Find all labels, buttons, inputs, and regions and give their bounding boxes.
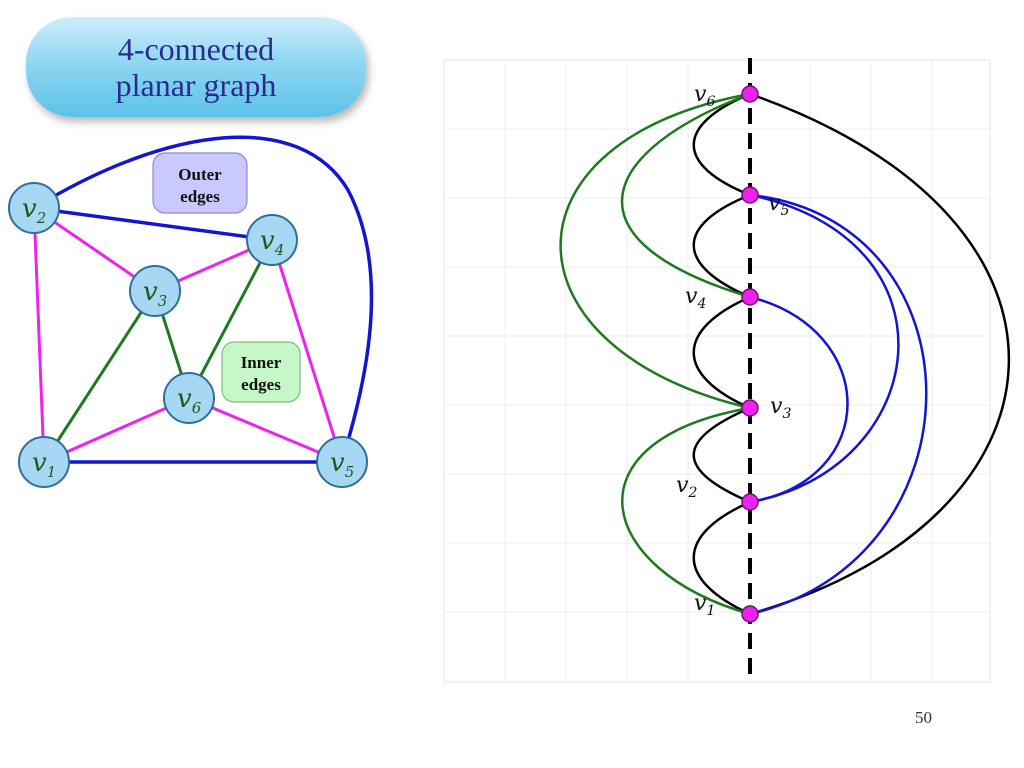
grid [443, 59, 991, 683]
slide-title: 4-connected planar graph [115, 31, 277, 103]
right-label-v3: v3 [770, 394, 791, 422]
right-vertices [741, 85, 759, 623]
page-number: 50 [915, 708, 932, 727]
svg-text:v2: v2 [22, 194, 46, 227]
right-label-v2: v2 [676, 473, 697, 501]
outer-edges-label-box: Outer edges [152, 152, 248, 214]
left-vertex-v5: v5 [316, 436, 368, 488]
right-vertex-v1 [741, 605, 759, 623]
inner-label-line2: edges [241, 375, 281, 394]
right-vertex-labels: v6 v5 v4 v3 v2 v1 [676, 82, 791, 619]
svg-text:v6: v6 [177, 384, 202, 417]
svg-text:v3: v3 [143, 277, 167, 310]
right-vertex-v4 [741, 288, 759, 306]
green-edges [559, 92, 751, 616]
right-label-v4: v4 [685, 284, 706, 312]
right-vertex-v5 [741, 186, 759, 204]
right-vertex-v6 [741, 85, 759, 103]
svg-text:v5: v5 [330, 448, 354, 481]
left-vertex-v3: v3 [129, 265, 181, 317]
right-vertex-v3 [741, 399, 759, 417]
inner-edges-label-box: Inner edges [221, 341, 301, 403]
black-edges [692, 92, 1011, 616]
left-vertex-v4: v4 [246, 214, 298, 266]
right-label-v1: v1 [694, 591, 715, 619]
title-banner: 4-connected planar graph [26, 17, 366, 117]
left-vertex-v6: v6 [163, 372, 215, 424]
left-vertices: v2 v4 v3 v6 v1 v5 [8, 182, 368, 488]
left-vertex-v2: v2 [8, 182, 60, 234]
left-outer-edges [33, 135, 374, 464]
svg-text:v1: v1 [32, 448, 56, 481]
right-label-v6: v6 [694, 82, 715, 110]
outer-label-line2: edges [180, 187, 220, 206]
blue-edges [749, 193, 928, 616]
svg-text:v4: v4 [260, 226, 284, 259]
outer-label-line1: Outer [178, 165, 222, 184]
right-vertex-v2 [741, 493, 759, 511]
right-label-v5: v5 [768, 191, 789, 219]
left-vertex-v1: v1 [18, 436, 70, 488]
inner-label-line1: Inner [241, 353, 282, 372]
